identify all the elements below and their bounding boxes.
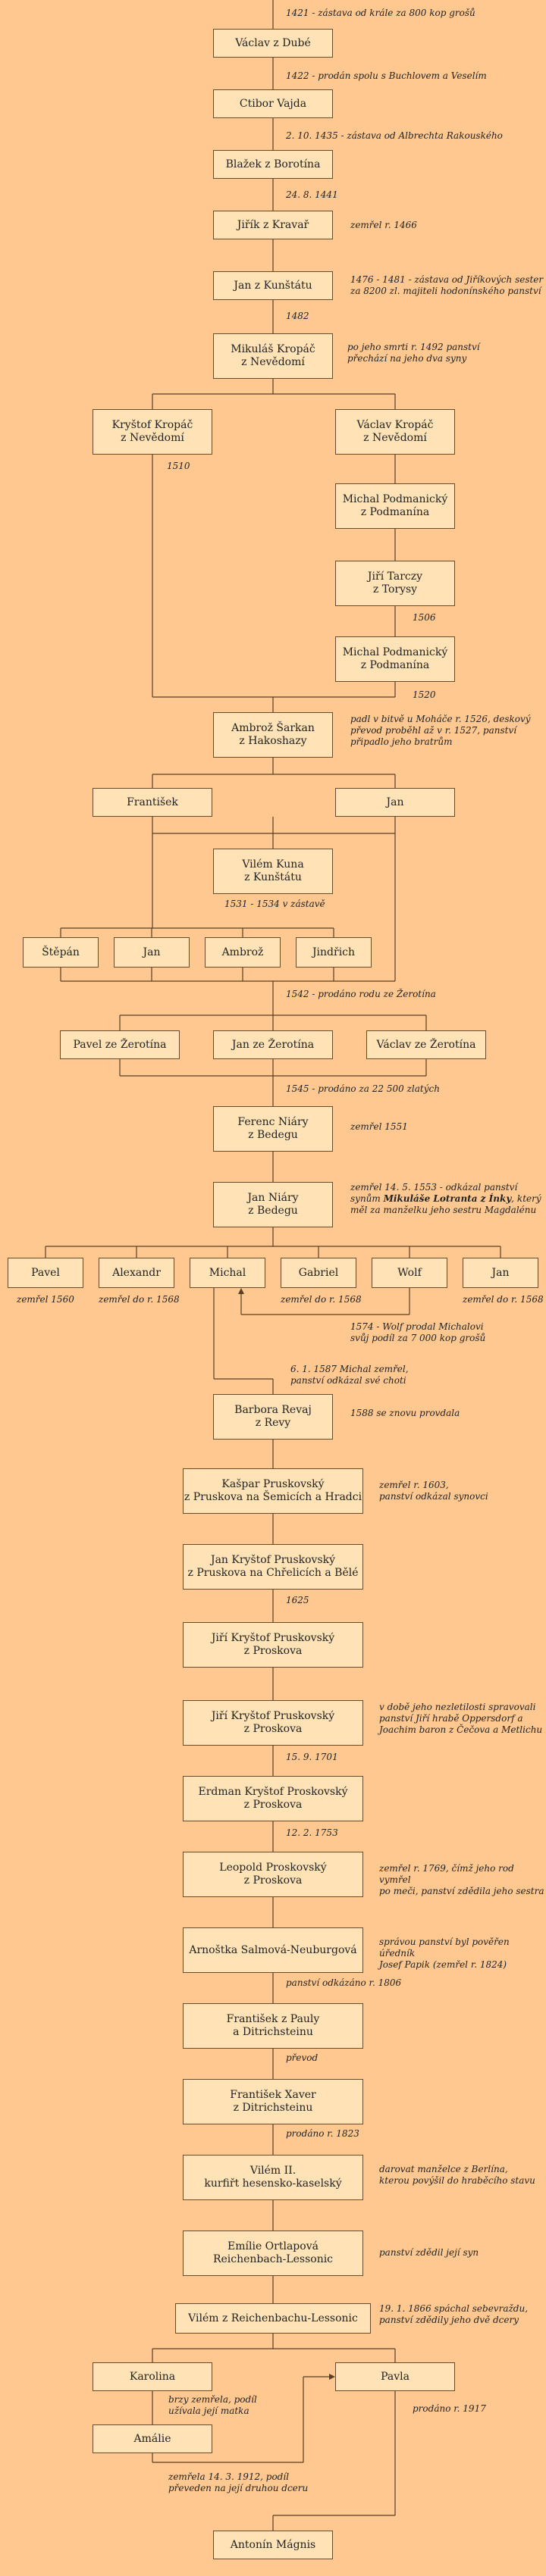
note-bold-name: Mikuláše Lotranta z Ínky	[383, 1193, 512, 1204]
note-n1466: zemřel r. 1466	[350, 220, 417, 230]
person-ctibor: Ctibor Vajda	[213, 89, 333, 118]
person-jan-niary: Jan Niáry z Bedegu	[213, 1182, 333, 1227]
note-n1553b: synům Mikuláše Lotranta z Ínky, který	[350, 1193, 541, 1205]
note-n1866: 19. 1. 1866 spáchal sebevraždu, panství …	[379, 2303, 529, 2325]
note-n1421: 1421 - zástava od krále za 800 kop grošů	[286, 8, 475, 18]
note-n1531: 1531 - 1534 v zástavě	[224, 899, 325, 909]
note-nmohac: padl v bitvě u Moháče r. 1526, deskový p…	[350, 714, 531, 747]
arrow-head	[329, 2374, 335, 2380]
person-jiri-tarczy: Jiří Tarczy z Torysy	[335, 561, 455, 606]
note-n1520: 1520	[413, 689, 436, 700]
note-n1492: po jeho smrti r. 1492 panství přechází n…	[347, 342, 480, 364]
person-michal-podm2: Michal Podmanický z Podmanína	[335, 636, 455, 682]
note-n1553a: zemřel 14. 5. 1553 - odkázal panství	[350, 1182, 518, 1193]
person-ambroz2: Ambrož	[205, 937, 281, 968]
note-n1510: 1510	[167, 461, 190, 471]
note-n1806: panství odkázáno r. 1806	[286, 1977, 402, 1988]
note-n1917: prodáno r. 1917	[413, 2403, 486, 2414]
person-jan-n: Jan	[463, 1258, 538, 1288]
person-jiri-krystof2: Jiří Kryštof Pruskovský z Proskova	[183, 1700, 363, 1746]
note-n1588: 1588 se znovu provdala	[350, 1408, 460, 1418]
person-amalie: Amálie	[93, 2424, 212, 2453]
person-vilem-kuna: Vilém Kuna z Kunštátu	[213, 849, 333, 894]
person-jan-s2: Jan	[114, 937, 190, 968]
person-vaclav-kropac: Václav Kropáč z Nevědomí	[335, 409, 455, 455]
person-frantisek-pauly: František z Pauly a Ditrichsteinu	[183, 2003, 363, 2049]
note-n1482: 1482	[286, 311, 309, 321]
person-jindrich: Jindřich	[296, 937, 372, 968]
person-erdman: Erdman Kryštof Proskovský z Proskova	[183, 1776, 363, 1821]
note-nopper: v době jeho nezletilosti spravovali pans…	[379, 1702, 543, 1735]
note-n1769: zemřel r. 1769, čímž jeho rod vymřel po …	[379, 1863, 544, 1896]
person-blazek: Blažek z Borotína	[213, 150, 333, 179]
person-frantisek-xaver: František Xaver z Ditrichsteinu	[183, 2079, 363, 2124]
person-wolf: Wolf	[372, 1258, 447, 1288]
person-michal-n: Michal	[190, 1258, 265, 1288]
person-vaclav-zer: Václav ze Žerotína	[366, 1030, 486, 1059]
person-antonin: Antonín Mágnis	[213, 2531, 333, 2559]
person-gabriel: Gabriel	[281, 1258, 356, 1288]
person-stepan: Štěpán	[23, 937, 99, 968]
note-fragment: , který	[511, 1193, 541, 1204]
person-barbora: Barbora Revaj z Revy	[213, 1394, 333, 1440]
note-n1753: 12. 2. 1753	[286, 1827, 338, 1838]
note-n1551: zemřel 1551	[350, 1121, 408, 1132]
person-ambroz-sarkan: Ambrož Šarkan z Hakoshazy	[213, 712, 333, 758]
note-n1506: 1506	[413, 612, 436, 623]
note-n1603: zemřel r. 1603, panství odkázal synovci	[379, 1480, 488, 1502]
person-jan-zer: Jan ze Žerotína	[213, 1030, 333, 1059]
note-npapik: správou panství byl pověřen úředník Jose…	[379, 1937, 510, 1970]
note-n1553c: měl za manželku jeho sestru Magdalénu	[350, 1205, 537, 1215]
person-jirik: Jiřík z Kravař	[213, 211, 333, 239]
note-fragment: synům	[350, 1193, 384, 1204]
note-n1435: 2. 10. 1435 - zástava od Albrechta Rakou…	[286, 130, 503, 141]
person-vilem2: Vilém II. kurfiřt hesensko-kaselský	[183, 2155, 363, 2200]
person-vilem-reich: Vilém z Reichenbachu-Lessonic	[175, 2303, 371, 2334]
person-krystof: Kryštof Kropáč z Nevědomí	[93, 409, 212, 455]
person-pavel-n: Pavel	[8, 1258, 83, 1288]
person-karolina: Karolina	[93, 2362, 212, 2391]
person-vaclav-dube: Václav z Dubé	[213, 29, 333, 58]
note-n1912: zemřela 14. 3. 1912, podíl převeden na j…	[168, 2471, 309, 2493]
note-n1568a: zemřel do r. 1568	[99, 1294, 180, 1305]
note-n1422: 1422 - prodán spolu s Buchlovem a Veselí…	[286, 70, 487, 81]
person-jiri-krystof1: Jiří Kryštof Pruskovský z Proskova	[183, 1622, 363, 1668]
person-pavel-zer: Pavel ze Žerotína	[60, 1030, 180, 1059]
person-jan-krystof: Jan Kryštof Pruskovský z Pruskova na Chř…	[183, 1544, 363, 1590]
note-nprevod: převod	[286, 2052, 318, 2063]
note-n1568b: zemřel do r. 1568	[281, 1294, 362, 1305]
person-kaspar: Kašpar Pruskovský z Pruskova na Šemicích…	[183, 1468, 363, 1514]
person-jan-sarkan: Jan	[335, 788, 455, 817]
person-leopold: Leopold Proskovský z Proskova	[183, 1852, 363, 1897]
person-ferenc: Ferenc Niáry z Bedegu	[213, 1106, 333, 1152]
note-n1441: 24. 8. 1441	[286, 189, 338, 200]
note-n1625: 1625	[286, 1595, 309, 1605]
arrow-head	[238, 1288, 244, 1294]
note-n1542: 1542 - prodáno rodu ze Žerotína	[286, 989, 436, 999]
note-n1701: 15. 9. 1701	[286, 1752, 338, 1762]
person-emilie: Emílie Ortlapová Reichenbach-Lessonic	[183, 2231, 363, 2276]
note-n1823: prodáno r. 1823	[286, 2128, 359, 2139]
person-pavla: Pavla	[335, 2362, 455, 2391]
person-alexandr: Alexandr	[99, 1258, 174, 1288]
person-arnostka: Arnoštka Salmová-Neuburgová	[183, 1927, 363, 1973]
person-jan-kunstat: Jan z Kunštátu	[213, 271, 333, 300]
note-n1476: 1476 - 1481 - zástava od Jiříkových sest…	[350, 274, 544, 296]
note-nbrzy: brzy zemřela, podíl užívala její matka	[168, 2394, 257, 2416]
note-n1560: zemřel 1560	[17, 1294, 74, 1305]
note-n1574: 1574 - Wolf prodal Michalovi svůj podíl …	[350, 1321, 486, 1343]
note-n1568c: zemřel do r. 1568	[463, 1294, 544, 1305]
person-frantisek: František	[93, 788, 212, 817]
person-michal-podm1: Michal Podmanický z Podmanína	[335, 483, 455, 529]
note-nberlin: darovat manželce z Berlína, kterou povýš…	[379, 2164, 535, 2186]
person-mikulas: Mikuláš Kropáč z Nevědomí	[213, 333, 333, 379]
note-nsyn: panství zdědil její syn	[379, 2247, 479, 2258]
note-n1545: 1545 - prodáno za 22 500 zlatých	[286, 1083, 440, 1094]
note-n1587: 6. 1. 1587 Michal zemřel, panství odkáza…	[290, 1364, 409, 1386]
